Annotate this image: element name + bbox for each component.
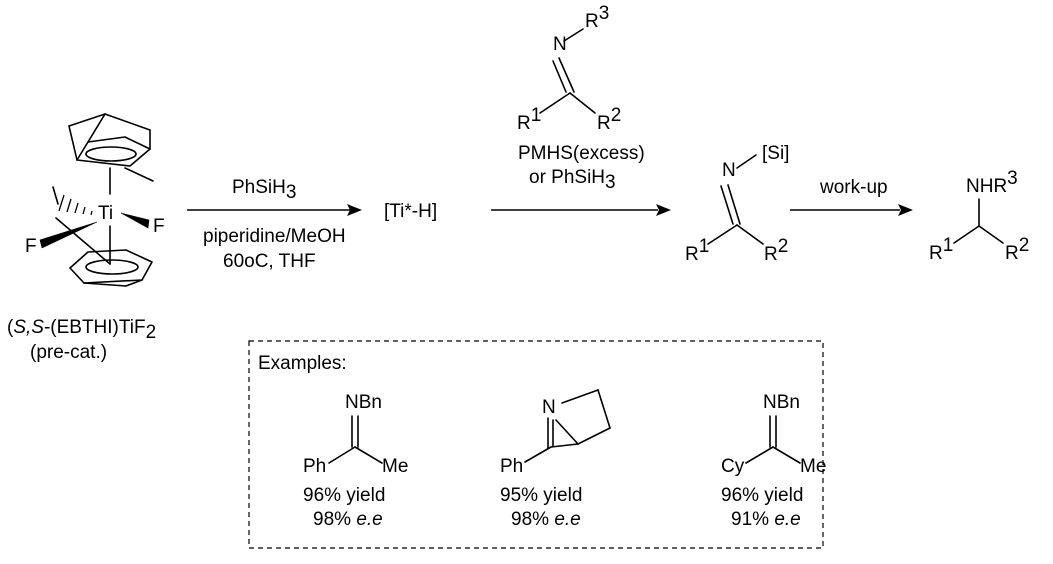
workup-label: work-up [819, 177, 888, 198]
substrate-r2: R2 [597, 105, 621, 134]
substrate-r1: R1 [517, 105, 541, 134]
step2-condition-1: PMHS(excess) [518, 143, 645, 164]
intermediate-r2: R2 [764, 236, 788, 265]
silyl-group: [Si] [762, 143, 789, 164]
intermediate-r1: R1 [685, 236, 709, 265]
example-2-structure: N Ph [500, 389, 611, 477]
ti-atom: Ti [98, 203, 113, 224]
product-r1: R1 [929, 235, 953, 264]
product-nhr3: NHR3 [966, 168, 1018, 197]
example-1-top-label: NBn [345, 392, 382, 413]
arrow-step-3 [790, 204, 913, 216]
catalyst-name: (S,S-(EBTHI)TiF2 [7, 317, 156, 343]
arrow-step-1 [187, 204, 362, 216]
intermediate-n: N [722, 160, 736, 181]
precat-label: (pre-cat.) [30, 342, 107, 363]
step1-condition-2: 60oC, THF [223, 251, 316, 272]
fluorine-left: F [25, 236, 37, 257]
example-1-left-label: Ph [303, 456, 326, 477]
example-1-right-label: Me [382, 456, 408, 477]
step1-reagent: PhSiH3 [232, 177, 296, 203]
upper-cp-ring [68, 113, 154, 182]
example-2-ee: 98% e.e [511, 509, 581, 530]
product-amine: NHR3 R1 R2 [929, 168, 1029, 264]
example-1-yield: 96% yield [303, 485, 385, 506]
example-3-yield: 96% yield [721, 485, 803, 506]
example-1-ee: 98% e.e [313, 509, 383, 530]
example-2-left-label: Ph [500, 456, 523, 477]
step1-condition-1: piperidine/MeOH [203, 226, 346, 247]
example-3-top-label: NBn [763, 392, 800, 413]
arrow-step-2 [491, 204, 671, 216]
example-3-structure: NBn Cy Me [721, 392, 826, 477]
catalyst-structure: Ti F F [25, 113, 165, 287]
examples-box [248, 340, 824, 549]
substrate-imine: R3 N R1 R2 [517, 3, 621, 134]
product-r2: R2 [1005, 235, 1029, 264]
hashed-bridge [52, 186, 93, 216]
wedge-left-f [39, 221, 98, 249]
example-1-structure: NBn Ph Me [303, 392, 408, 477]
example-3-left-label: Cy [721, 456, 745, 477]
step2-condition-2: or PhSiH3 [529, 167, 616, 193]
wedge-right-f [120, 212, 150, 229]
substrate-n: N [553, 34, 567, 55]
example-3-right-label: Me [800, 456, 826, 477]
example-2-top-label: N [542, 397, 556, 418]
substrate-r3: R3 [585, 3, 609, 32]
example-3-ee: 91% e.e [731, 509, 801, 530]
examples-title: Examples: [258, 353, 347, 374]
silyl-intermediate: [Si] N R1 R2 [685, 143, 789, 265]
fluorine-right: F [153, 216, 165, 237]
lower-cp-ring [69, 249, 153, 287]
example-2-yield: 95% yield [500, 485, 582, 506]
ti-hydride: [Ti*-H] [384, 201, 437, 222]
